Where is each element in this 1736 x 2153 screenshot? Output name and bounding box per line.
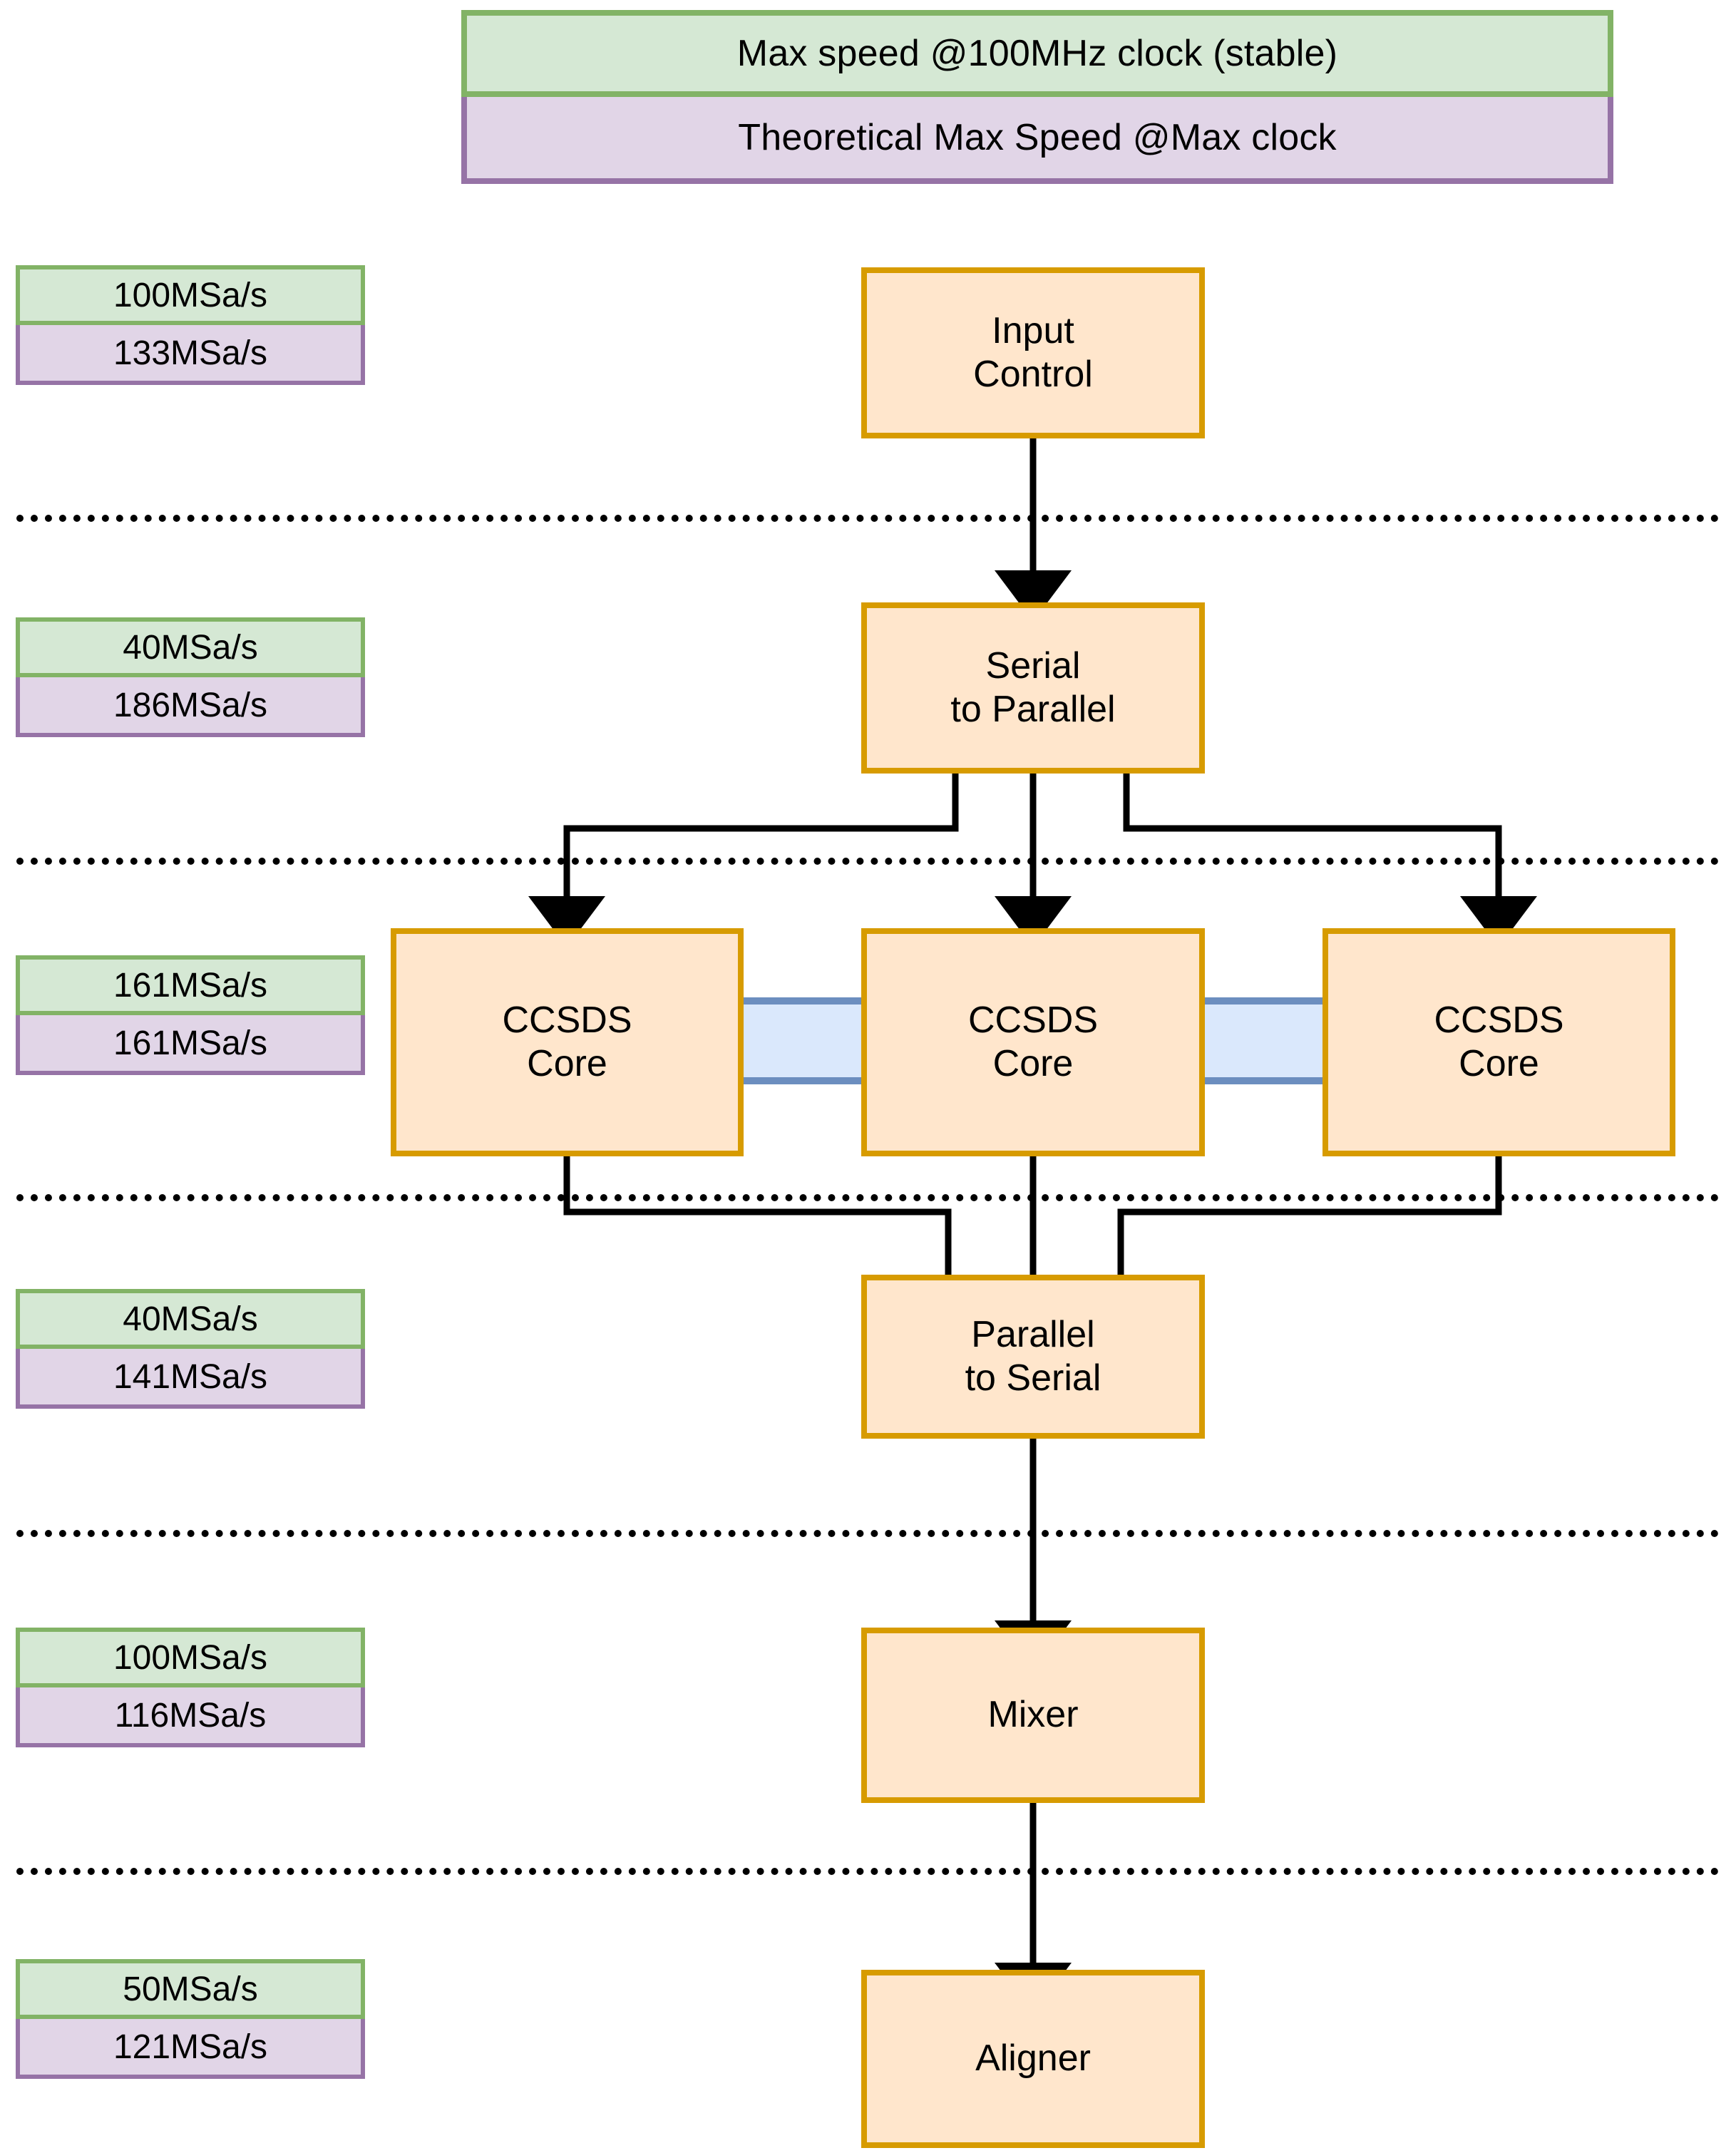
block-label: Aligner (975, 2038, 1091, 2080)
block-ccsds-core-left[interactable]: CCSDS Core (391, 928, 744, 1156)
block-mixer[interactable]: Mixer (861, 1628, 1205, 1803)
stable-speed-value: 100MSa/s (113, 1638, 268, 1677)
block-label: CCSDS Core (1434, 999, 1564, 1084)
stage-divider (16, 858, 1719, 865)
stage-divider (16, 1194, 1719, 1201)
speed-label-aligner: 50MSa/s 121MSa/s (16, 1959, 365, 2079)
theoretical-speed-value: 186MSa/s (113, 686, 268, 724)
ccsds-link-left-center (744, 997, 861, 1084)
block-label: CCSDS Core (502, 999, 632, 1084)
block-label: Parallel to Serial (965, 1313, 1101, 1399)
speed-label-serial-to-parallel: 40MSa/s 186MSa/s (16, 617, 365, 737)
theoretical-speed-badge: 116MSa/s (16, 1687, 365, 1747)
speed-label-input-control: 100MSa/s 133MSa/s (16, 265, 365, 385)
theoretical-speed-value: 161MSa/s (113, 1024, 268, 1062)
stage-divider (16, 1530, 1719, 1537)
block-label: CCSDS Core (967, 999, 1099, 1084)
stable-speed-badge: 100MSa/s (16, 1628, 365, 1687)
speed-label-mixer: 100MSa/s 116MSa/s (16, 1628, 365, 1747)
theoretical-speed-value: 121MSa/s (113, 2028, 268, 2066)
theoretical-speed-badge: 121MSa/s (16, 2019, 365, 2079)
speed-label-parallel-to-serial: 40MSa/s 141MSa/s (16, 1289, 365, 1409)
block-serial-to-parallel[interactable]: Serial to Parallel (861, 602, 1205, 774)
theoretical-speed-badge: 161MSa/s (16, 1015, 365, 1075)
stable-speed-value: 40MSa/s (123, 1300, 258, 1338)
block-ccsds-core-right[interactable]: CCSDS Core (1322, 928, 1675, 1156)
theoretical-speed-value: 141MSa/s (113, 1357, 268, 1396)
theoretical-speed-value: 116MSa/s (114, 1696, 267, 1735)
wire-serial-to-ccsds-right (1123, 774, 1537, 947)
block-label: Mixer (987, 1694, 1079, 1736)
stable-speed-badge: 161MSa/s (16, 955, 365, 1015)
block-aligner[interactable]: Aligner (861, 1970, 1205, 2148)
stage-divider (16, 1868, 1719, 1875)
stable-speed-value: 100MSa/s (113, 276, 268, 314)
speed-label-ccsds-core: 161MSa/s 161MSa/s (16, 955, 365, 1075)
block-ccsds-core-center[interactable]: CCSDS Core (861, 928, 1205, 1156)
stage-divider (16, 515, 1719, 522)
stable-speed-value: 40MSa/s (123, 628, 258, 667)
block-parallel-to-serial[interactable]: Parallel to Serial (861, 1275, 1205, 1439)
legend-stable-label: Max speed @100MHz clock (stable) (736, 33, 1338, 74)
legend-theoretical-row: Theoretical Max Speed @Max clock (461, 97, 1613, 184)
stable-speed-badge: 40MSa/s (16, 617, 365, 677)
legend-theoretical-label: Theoretical Max Speed @Max clock (738, 117, 1337, 158)
theoretical-speed-badge: 141MSa/s (16, 1349, 365, 1409)
legend: Max speed @100MHz clock (stable) Theoret… (461, 10, 1613, 184)
theoretical-speed-badge: 133MSa/s (16, 325, 365, 385)
theoretical-speed-value: 133MSa/s (113, 334, 268, 372)
ccsds-link-center-right (1205, 997, 1322, 1084)
stable-speed-badge: 50MSa/s (16, 1959, 365, 2019)
stable-speed-badge: 100MSa/s (16, 265, 365, 325)
stable-speed-badge: 40MSa/s (16, 1289, 365, 1349)
block-label: Serial to Parallel (950, 644, 1116, 730)
block-label: Input Control (973, 309, 1093, 395)
stable-speed-value: 161MSa/s (113, 966, 268, 1004)
wire-serial-to-ccsds-left (528, 774, 959, 947)
legend-stable-row: Max speed @100MHz clock (stable) (461, 10, 1613, 97)
stable-speed-value: 50MSa/s (123, 1970, 258, 2008)
block-input-control[interactable]: Input Control (861, 267, 1205, 438)
theoretical-speed-badge: 186MSa/s (16, 677, 365, 737)
